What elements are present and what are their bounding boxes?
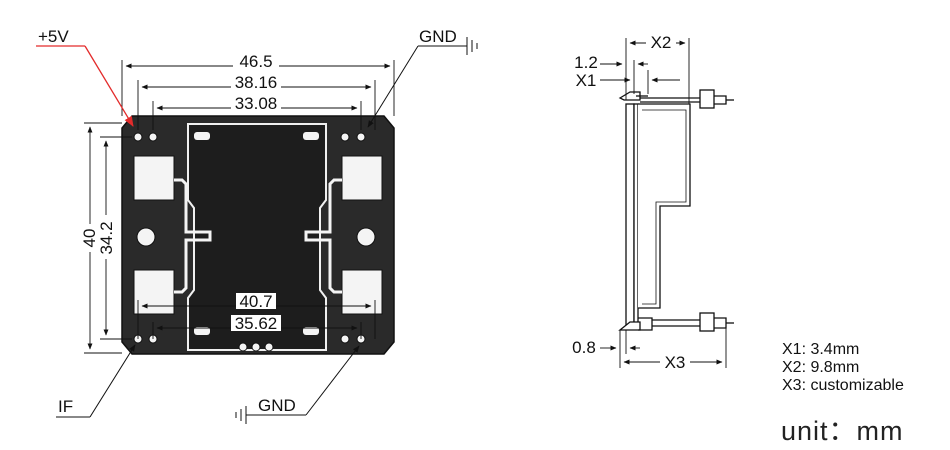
ground-symbol-top <box>466 37 478 55</box>
cavity-slot-tl <box>194 132 210 140</box>
callout-ground-top: GND <box>367 27 478 128</box>
dim-height-outer: 40 <box>80 229 99 248</box>
callout-if: IF <box>56 344 136 418</box>
side-view <box>618 89 734 332</box>
side-pcb <box>625 103 635 327</box>
dim-bottom-outer: 40.7 <box>239 292 272 311</box>
mount-hole-right <box>356 227 376 247</box>
ground-symbol-bottom <box>235 406 247 424</box>
side-connector-bottom <box>699 312 715 332</box>
legend-x1: X1: 3.4mm <box>782 341 860 358</box>
dim-bottom-inner: 35.62 <box>235 314 278 333</box>
feed-line-left <box>174 178 212 294</box>
dim-width-inner: 33.08 <box>235 94 278 113</box>
dim-top-gap: 1.2 <box>574 53 598 72</box>
callout-ground-bottom: GND <box>235 345 360 424</box>
legend-x2: X2: 9.8mm <box>782 359 860 376</box>
patch-top-left <box>133 155 175 201</box>
inner-cavity <box>187 123 327 351</box>
dimension-legend: X1: 3.4mm X2: 9.8mm X3: customizable <box>782 341 904 395</box>
dim-x3: X3 <box>665 353 686 372</box>
label-ground-top: GND <box>419 27 457 46</box>
patch-bottom-right <box>341 269 383 315</box>
side-connector-top <box>699 89 715 109</box>
patch-bottom-left <box>133 269 175 315</box>
label-if: IF <box>58 397 73 416</box>
dim-width-mid: 38.16 <box>235 73 278 92</box>
dim-width-outer: 46.5 <box>239 52 272 71</box>
cavity-slot-tr <box>303 132 319 140</box>
front-view <box>121 115 395 355</box>
dim-bottom-gap: 0.8 <box>572 338 596 357</box>
patch-top-right <box>341 155 383 201</box>
dim-x1: X1 <box>576 71 597 90</box>
bottom-center-pads <box>238 342 274 352</box>
dim-x2: X2 <box>651 33 672 52</box>
side-dimensions <box>600 38 727 368</box>
unit-note: unit：mm <box>781 416 904 446</box>
label-power: +5V <box>38 27 69 46</box>
side-housing <box>638 103 691 309</box>
label-ground-bottom: GND <box>258 396 296 415</box>
dim-height-inner: 34.2 <box>97 221 116 254</box>
mount-hole-left <box>136 227 156 247</box>
legend-x3: X3: customizable <box>782 377 904 394</box>
side-plate <box>633 103 639 327</box>
callout-power: +5V <box>36 27 134 127</box>
feed-line-right <box>304 178 342 294</box>
